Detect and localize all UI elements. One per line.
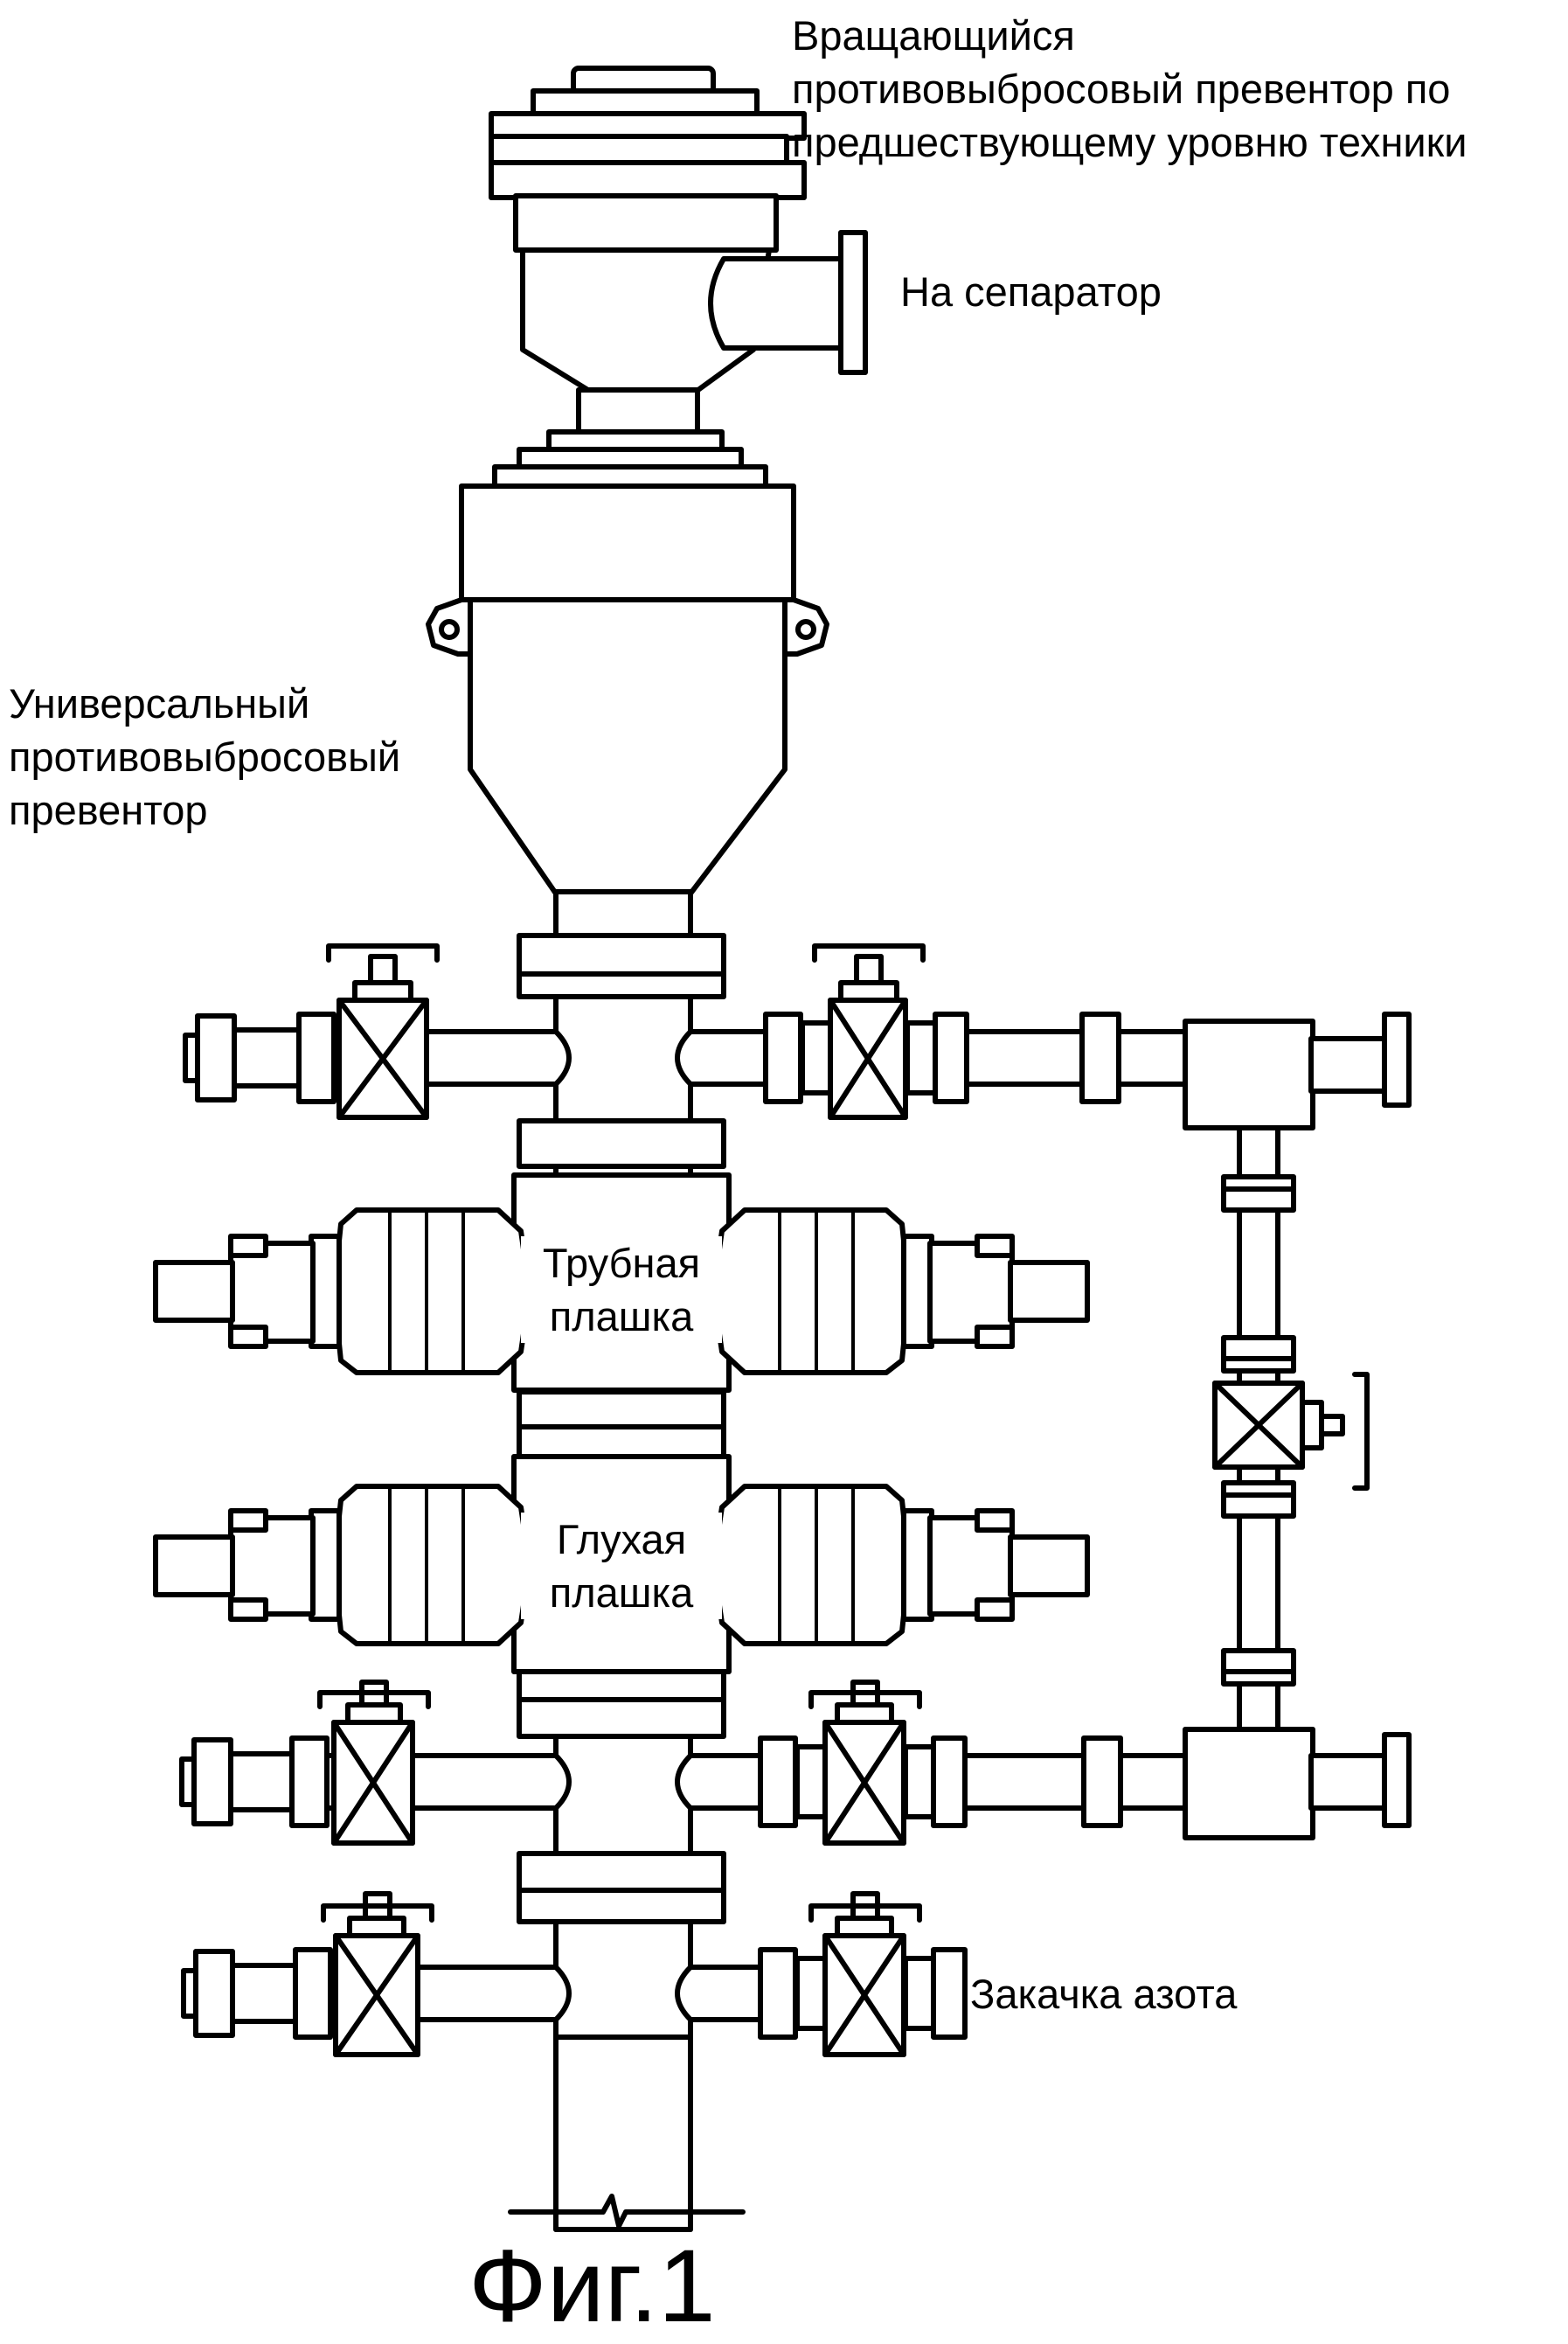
separator-label: На сепаратор <box>900 268 1162 315</box>
annular-bop-label: Универсальный противовыбросовый превенто… <box>9 677 400 837</box>
figure-caption: Фиг.1 <box>468 2229 716 2344</box>
flange-spool-1 <box>517 933 726 999</box>
rotating-bop-label-line-1: Вращающийся <box>792 12 1075 59</box>
nitrogen-injection-label: Закачка азота <box>970 1971 1238 2017</box>
blind-ram-body <box>153 1454 1090 1674</box>
casing-bottom <box>508 2034 746 2232</box>
pipe-ram-label: Трубная плашка <box>521 1236 722 1344</box>
bypass-line <box>1212 1125 1370 1735</box>
flange-spool-2 <box>517 1118 726 1169</box>
annular-bop <box>426 447 829 940</box>
rotating-bop <box>489 66 868 454</box>
pipe-ram-label-line-1: Трубная <box>542 1240 701 1286</box>
rotating-bop-label: Вращающийся противовыбросовый превентор … <box>792 9 1467 169</box>
annular-bop-label-line-3: превентор <box>9 787 208 834</box>
annular-bop-label-line-1: Универсальный <box>9 680 310 727</box>
pipe-ram-body <box>153 1172 1090 1393</box>
flange-spool-3 <box>517 1389 726 1459</box>
blind-ram-label-line-1: Глухая <box>556 1516 687 1562</box>
rotating-bop-label-line-3: предшествующему уровню техники <box>792 119 1467 166</box>
pipe-ram-label-line-2: плашка <box>549 1293 694 1340</box>
rotating-bop-label-line-2: противовыбросовый превентор по <box>792 66 1451 113</box>
flange-spool-4 <box>517 1666 726 1739</box>
upper-right-outlet <box>675 943 1412 1130</box>
lower-right-outlet <box>675 1891 968 2057</box>
blind-ram-label: Глухая плашка <box>521 1513 722 1620</box>
flange-spool-5 <box>517 1851 726 1924</box>
annular-bop-label-line-2: противовыбросовый <box>9 734 401 781</box>
upper-left-outlet <box>183 943 572 1120</box>
middle-right-outlet <box>675 1680 1412 1846</box>
middle-left-outlet <box>179 1680 572 1846</box>
lower-left-outlet <box>181 1891 572 2057</box>
blind-ram-label-line-2: плашка <box>549 1569 694 1617</box>
